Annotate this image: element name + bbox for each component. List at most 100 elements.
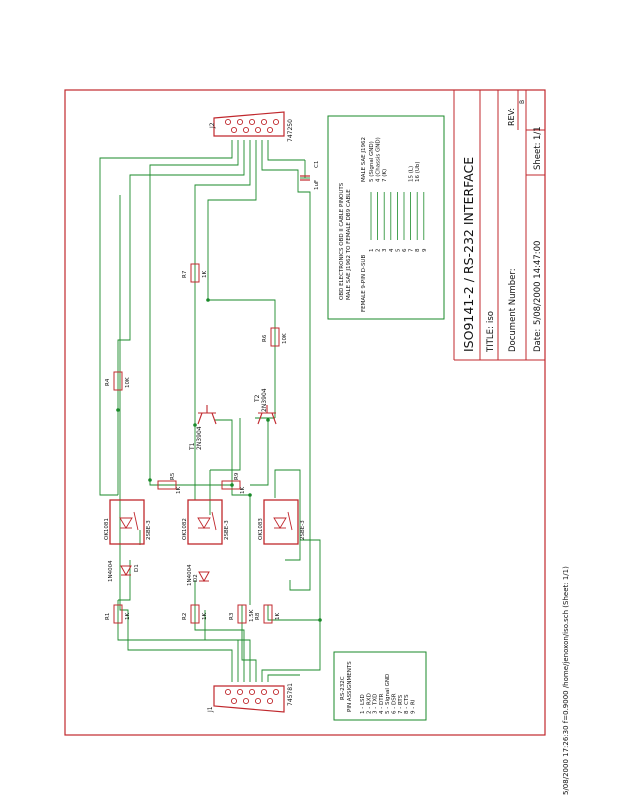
t1-part: 2N3904 xyxy=(196,426,203,450)
obd-left-pin-9: 9 xyxy=(422,248,428,252)
wires xyxy=(99,140,321,682)
r3-ref: R3 xyxy=(229,612,235,620)
rs232-pin-2: 2 - RXD xyxy=(366,693,372,714)
c1-ref: C1 xyxy=(314,161,320,168)
obd-left-pin-5: 5 xyxy=(395,248,401,252)
rs232-note-heading-2: PIN ASSIGNMENTS xyxy=(347,661,353,712)
print-footer: 5/08/2000 17:26:30 f=0.9000 /home/jenoxo… xyxy=(562,566,570,795)
rs232-pin-4: 4 - DTR xyxy=(379,693,385,714)
d2-ref: D2 xyxy=(193,574,199,582)
obd-left-pin-2: 2 xyxy=(376,249,382,253)
rs232-pin-1: 1 - LSD xyxy=(360,694,366,714)
schematic-title: ISO9141-2 / RS-232 INTERFACE xyxy=(461,157,476,352)
resistor-r7: R7 1K xyxy=(182,263,208,283)
r4-value: 10K xyxy=(125,377,131,388)
ok1083-part: 2SBE-3 xyxy=(300,520,306,540)
rs232-pin-note-box xyxy=(333,651,427,721)
transistor-t2: T2 2N3904 xyxy=(254,388,277,425)
t2-part: 2N3904 xyxy=(261,388,268,412)
obd-right-pin-1: 5 (Signal GND) xyxy=(369,141,375,182)
r2-value: 1K xyxy=(202,613,208,620)
rs232-pin-7: 7 - RTS xyxy=(398,694,404,714)
ok1082-part: 2SBE-3 xyxy=(224,520,230,540)
sheet-label: Sheet: xyxy=(533,143,543,170)
optocoupler-ok1081: OK1081 2SBE-3 xyxy=(104,499,152,545)
rs232-note-heading-1: RS-232C xyxy=(340,676,346,700)
optocoupler-ok1083: OK1083 2SBE-3 xyxy=(258,499,306,545)
resistor-r8: R8 1K xyxy=(255,604,281,624)
d1-ref: D1 xyxy=(134,564,140,572)
resistor-r4: R4 10K xyxy=(105,371,131,391)
r9-ref: R9 xyxy=(234,472,240,480)
rs232-pin-9: 9 - RI xyxy=(410,699,416,714)
r1-ref: R1 xyxy=(105,613,111,620)
j1-part: 745781 xyxy=(287,683,294,706)
diode-d2: D2 1N4004 xyxy=(187,564,210,586)
j2-part: 747250 xyxy=(287,119,294,142)
obd-note-col-left: FEMALE 9-PIN D-SUB xyxy=(361,255,367,312)
obd-right-pin-8: 16 (Ub) xyxy=(415,161,421,182)
title-block xyxy=(453,90,545,361)
r5-ref: R5 xyxy=(170,472,176,480)
r8-ref: R8 xyxy=(255,612,261,620)
j2-db9-connector: J2 747250 xyxy=(209,111,294,142)
ok1081-part: 2SBE-3 xyxy=(146,520,152,540)
document-number-label: Document Number: xyxy=(508,268,518,352)
r3-value: 1.5K xyxy=(249,609,255,622)
sheet-border xyxy=(64,89,546,736)
rs232-pin-3: 3 - TXD xyxy=(373,694,379,714)
obd-right-pin-3: 7 (K) xyxy=(382,169,388,182)
r5-value: 1K xyxy=(176,487,182,494)
obd-left-pin-8: 8 xyxy=(415,248,421,252)
diode-d1: D1 1N4004 xyxy=(108,560,140,582)
j1-ref: J1 xyxy=(207,706,214,713)
obd-left-pin-3: 3 xyxy=(382,248,388,252)
date-value: 5/08/2000 14:47:00 xyxy=(533,241,543,325)
r7-value: 1K xyxy=(202,271,208,278)
obd-left-pin-4: 4 xyxy=(389,248,395,252)
obd-left-pin-7: 7 xyxy=(409,248,415,252)
r6-ref: R6 xyxy=(262,334,268,342)
resistor-r1: R1 1K xyxy=(105,604,131,624)
resistor-r6: R6 10K xyxy=(262,327,288,347)
r7-ref: R7 xyxy=(182,270,188,278)
rs232-pin-5: 5 - Signal GND xyxy=(385,674,391,714)
junctions xyxy=(116,298,322,622)
obd-left-pin-1: 1 xyxy=(369,249,375,253)
j1-db9-connector: J1 745781 xyxy=(207,683,294,713)
rev-value: B xyxy=(519,100,526,104)
optocoupler-ok1082: OK1082 2SBE-3 xyxy=(182,499,230,545)
sheet-value: 1/1 xyxy=(533,126,543,140)
obd-right-pin-7: 15 (L) xyxy=(409,166,415,182)
title-label: TITLE: xyxy=(486,326,496,353)
ok1082-ref: OK1082 xyxy=(182,518,188,540)
resistor-r5: R5 1K xyxy=(157,472,182,494)
r2-ref: R2 xyxy=(182,613,188,620)
obd-note-col-right: MALE SAE J1962 xyxy=(361,137,367,182)
r4-ref: R4 xyxy=(105,378,111,386)
rs232-pin-8: 8 - CTS xyxy=(404,694,410,714)
ok1083-ref: OK1083 xyxy=(258,518,264,540)
t2-ref: T2 xyxy=(254,394,261,403)
obd-note-heading-1: OBD ELECTRONICS OBD II CABLE PINOUTS xyxy=(339,182,345,300)
j2-ref: J2 xyxy=(209,122,216,129)
transistor-t1: T1 2N3904 xyxy=(189,405,217,451)
r9-value: 1K xyxy=(240,487,246,494)
t1-ref: T1 xyxy=(189,442,196,451)
r8-value: 1K xyxy=(275,613,281,620)
obd-left-pin-6: 6 xyxy=(402,248,408,252)
date-label: Date: xyxy=(533,329,543,352)
obd-pinout-note-box xyxy=(327,115,445,320)
rs232-pin-6: 6 - DSR xyxy=(392,693,398,714)
rev-label: REV: xyxy=(507,108,516,126)
c1-value: 1uF xyxy=(314,180,320,190)
d2-part: 1N4004 xyxy=(187,564,193,586)
resistor-r9: R9 1K xyxy=(221,472,246,494)
ok1081-ref: OK1081 xyxy=(104,518,110,540)
obd-right-pin-2: 4 (Chassis GND) xyxy=(376,137,382,182)
resistor-r3: R3 1.5K xyxy=(229,604,255,624)
obd-note-heading-2: MALE SAE J1962 TO FEMALE DB9 CABLE xyxy=(346,189,352,300)
